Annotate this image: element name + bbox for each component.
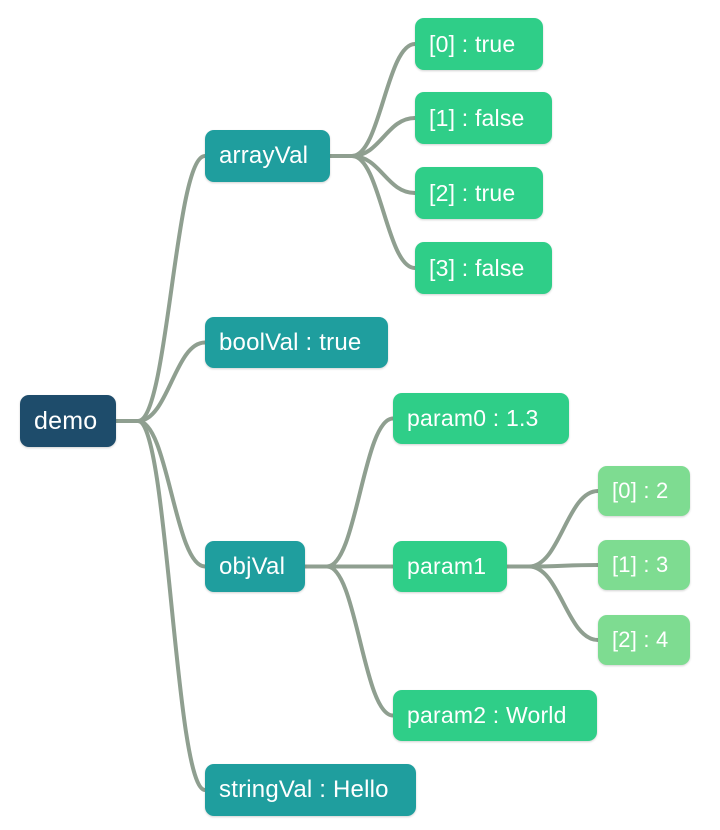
tree-node-q1[interactable]: [1] : 3 [598,540,690,590]
tree-node-label: param0 : 1.3 [407,405,539,431]
tree-node-label: [3] : false [429,254,525,281]
tree-node-label: stringVal : Hello [219,776,389,803]
tree-node-stringVal[interactable]: stringVal : Hello [205,764,416,816]
tree-node-demo[interactable]: demo [20,395,116,447]
tree-node-a1[interactable]: [1] : false [415,92,552,144]
tree-link-demo-to-boolVal [136,340,207,423]
tree-node-label: boolVal : true [219,328,362,356]
tree-node-a2[interactable]: [2] : true [415,167,543,219]
tree-node-q2[interactable]: [2] : 4 [598,615,690,665]
tree-node-p2[interactable]: param2 : World [393,690,597,741]
tree-link-arrayVal-to-a0 [350,42,417,158]
tree-link-arrayVal-to-a3 [350,154,417,270]
tree-node-label: objVal [219,552,286,580]
tree-node-label: demo [34,406,98,435]
tree-link-objVal-to-p2 [325,564,395,718]
tree-link-arrayVal-to-a1 [350,116,417,158]
tree-node-a3[interactable]: [3] : false [415,242,552,294]
tree-node-label: [0] : 2 [612,478,669,503]
tree-node-q0[interactable]: [0] : 2 [598,466,690,516]
tree-node-label: [0] : true [429,30,516,57]
tree-link-objVal-to-p0 [325,416,395,569]
tree-node-p1[interactable]: param1 [393,541,507,592]
tree-node-label: param2 : World [407,702,567,728]
tree-node-label: [1] : false [429,104,525,131]
tree-node-p0[interactable]: param0 : 1.3 [393,393,569,444]
tree-link-p1-to-q1 [527,563,600,569]
tree-link-p1-to-q0 [527,489,600,569]
tree-link-demo-to-objVal [136,419,207,569]
tree-link-demo-to-arrayVal [136,154,207,423]
tree-node-a0[interactable]: [0] : true [415,18,543,70]
tree-node-label: param1 [407,553,487,579]
tree-link-p1-to-q2 [527,564,600,642]
tree-link-demo-to-stringVal [136,419,207,792]
tree-node-label: [1] : 3 [612,552,669,577]
tree-node-label: arrayVal [219,142,309,169]
tree-node-label: [2] : true [429,179,516,206]
tree-node-boolVal[interactable]: boolVal : true [205,317,388,368]
tree-node-objVal[interactable]: objVal [205,541,305,592]
tree-node-label: [2] : 4 [612,627,669,652]
tree-node-arrayVal[interactable]: arrayVal [205,130,330,182]
